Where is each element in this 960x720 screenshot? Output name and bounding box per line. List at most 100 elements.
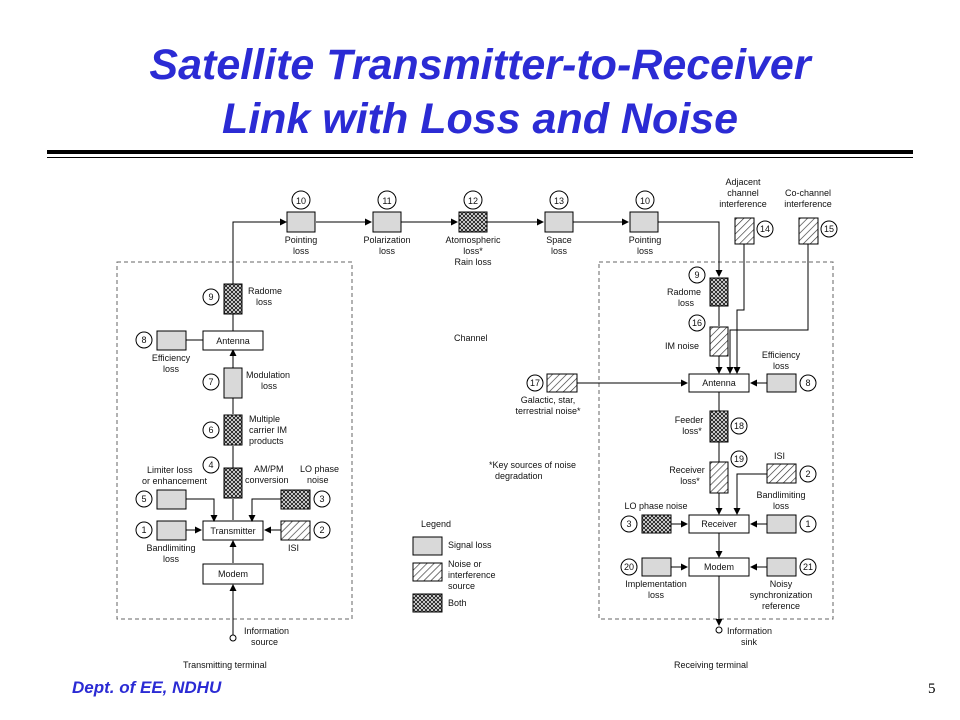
block-label: Radome <box>667 287 701 297</box>
tx-efficiency-loss-block <box>156 330 187 351</box>
number-badge <box>202 288 220 306</box>
receiving-terminal-label: Receiving terminal <box>674 660 748 670</box>
legend-label: Noise or <box>448 559 482 569</box>
block-label: loss <box>551 246 568 256</box>
legend: Legend Signal loss Noise or interference… <box>412 519 496 613</box>
legend-label: Both <box>448 598 467 608</box>
block-label: IM noise <box>665 341 699 351</box>
implementation-loss-block <box>641 557 672 577</box>
block-label: Polarization <box>363 235 410 245</box>
number-badge <box>756 220 774 238</box>
block-label: Pointing <box>285 235 318 245</box>
badge-number: 5 <box>141 494 146 504</box>
number-badge <box>313 521 331 539</box>
rx-antenna-box <box>688 373 750 393</box>
number-badge <box>820 220 838 238</box>
number-badge <box>620 515 638 533</box>
block-label: loss <box>773 361 790 371</box>
tx-modem-label: Modem <box>218 569 248 579</box>
badge-number: 6 <box>208 425 213 435</box>
adjacent-channel-interference-block <box>734 217 755 245</box>
polarization-loss-block <box>372 211 402 233</box>
number-badge <box>526 374 544 392</box>
badge-number: 13 <box>554 196 564 206</box>
number-badge <box>135 521 153 539</box>
information-sink-label: sink <box>741 637 758 647</box>
block-label: Rain loss <box>454 257 492 267</box>
pointing-loss-block <box>286 211 316 233</box>
block-label: Receiver <box>669 465 705 475</box>
rx-modem-box <box>688 557 750 577</box>
block-label: loss <box>773 501 790 511</box>
block-label: loss <box>163 364 180 374</box>
block-label: loss* <box>463 246 483 256</box>
block-label: Co-channel <box>785 188 831 198</box>
badge-number: 12 <box>468 196 478 206</box>
legend-swatch-noise <box>412 562 443 582</box>
block-label: Space <box>546 235 572 245</box>
badge-number: 1 <box>141 525 146 535</box>
co-channel-interference-block <box>798 217 819 245</box>
block-label: LO phase <box>300 464 339 474</box>
noisy-sync-block <box>766 557 797 577</box>
number-badge <box>377 190 397 210</box>
block-label: loss* <box>682 426 702 436</box>
badge-number: 3 <box>626 519 631 529</box>
number-badge <box>135 490 153 508</box>
legend-title: Legend <box>421 519 451 529</box>
block-label: Galactic, star, <box>521 395 576 405</box>
information-source-node <box>229 634 237 642</box>
badge-number: 10 <box>640 196 650 206</box>
badge-number: 10 <box>296 196 306 206</box>
block-label: loss <box>678 298 695 308</box>
badge-number: 3 <box>319 494 324 504</box>
space-loss-block <box>544 211 574 233</box>
block-label: Implementation <box>625 579 687 589</box>
information-sink-label: Information <box>727 626 772 636</box>
block-label: loss <box>379 246 396 256</box>
block-label: loss <box>648 590 665 600</box>
number-badge <box>799 558 817 576</box>
block-label: synchronization <box>750 590 813 600</box>
transmitter-box <box>202 520 264 541</box>
badge-number: 2 <box>319 525 324 535</box>
number-badge <box>635 190 655 210</box>
block-label: Limiter loss <box>147 465 193 475</box>
badge-number: 19 <box>734 454 744 464</box>
transmitting-terminal-box <box>116 261 353 620</box>
block-label: terrestrial noise* <box>515 406 581 416</box>
tx-lo-phase-noise-block <box>280 489 311 510</box>
badge-number: 11 <box>382 196 391 206</box>
rx-lo-phase-noise-block <box>641 514 672 534</box>
title-line-1: Satellite Transmitter-to-Receiver <box>149 41 811 89</box>
block-label: loss* <box>680 476 700 486</box>
legend-label: Signal loss <box>448 540 492 550</box>
information-sink-node <box>715 626 723 634</box>
badge-number: 4 <box>208 460 213 470</box>
badge-number: 20 <box>624 562 634 572</box>
receiver-label: Receiver <box>701 519 737 529</box>
title-rule-thick <box>47 150 913 154</box>
block-label: Modulation <box>246 370 290 380</box>
tx-antenna-label: Antenna <box>216 336 250 346</box>
number-badge <box>291 190 311 210</box>
slide-title: Satellite Transmitter-to-Receiver Link w… <box>0 38 960 146</box>
number-badge <box>688 266 706 284</box>
rx-bandlimiting-loss-block <box>766 514 797 534</box>
tx-bandlimiting-loss-block <box>156 520 187 541</box>
receiver-chain: 14 Adjacent channel interference 15 Co-c… <box>515 177 838 670</box>
channel-label: Channel <box>454 333 488 343</box>
number-badge <box>688 314 706 332</box>
block-label: loss <box>293 246 310 256</box>
block-label: conversion <box>245 475 289 485</box>
block-label: loss <box>163 554 180 564</box>
number-badge <box>730 417 748 435</box>
rx-antenna-label: Antenna <box>702 378 736 388</box>
badge-number: 18 <box>734 421 744 431</box>
number-badge <box>202 421 220 439</box>
block-label: ISI <box>288 543 299 553</box>
block-label: noise <box>307 475 329 485</box>
badge-number: 7 <box>208 377 213 387</box>
number-badge <box>799 374 817 392</box>
block-label: Bandlimiting <box>146 543 195 553</box>
